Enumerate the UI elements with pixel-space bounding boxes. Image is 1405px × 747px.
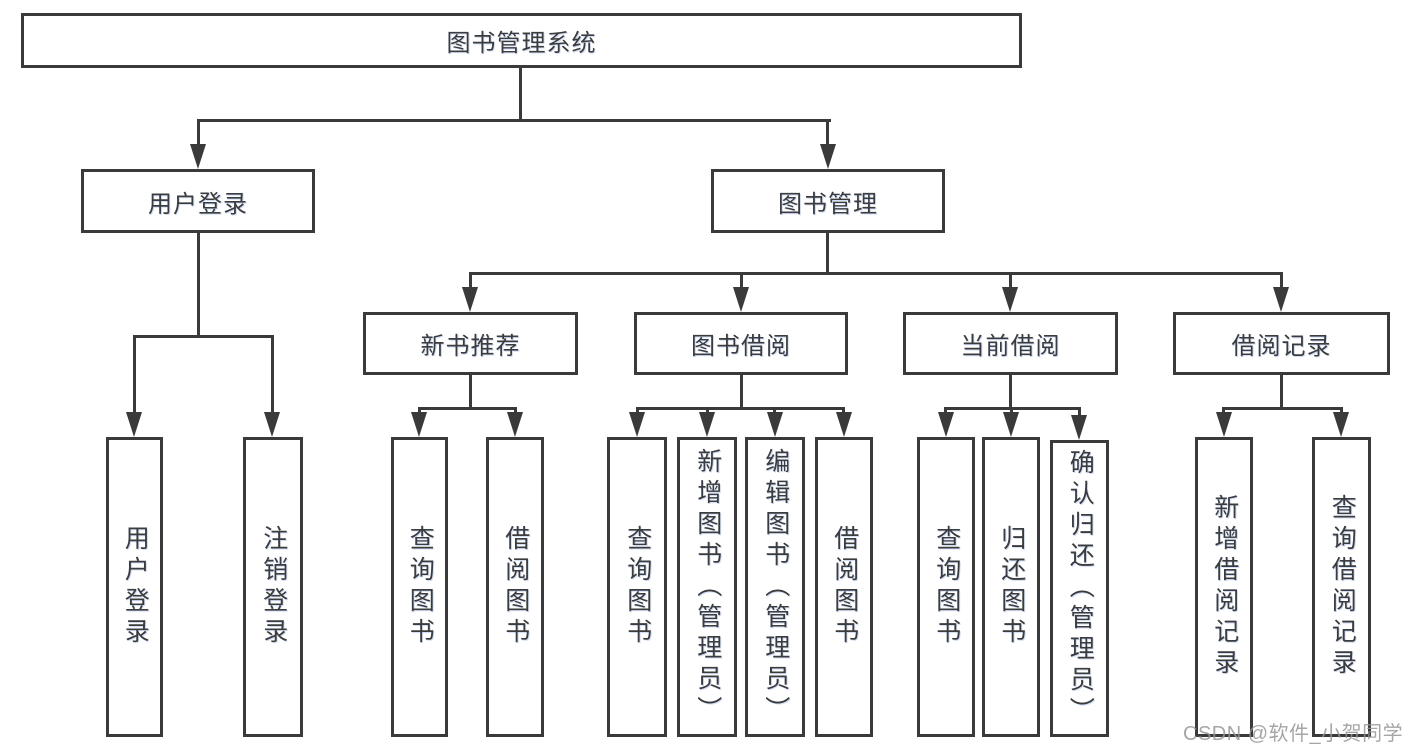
leaf-return-books: 归还图书 [982,437,1040,737]
leaf-query-books-recommend: 查询图书 [391,437,448,737]
connector-line [740,272,743,289]
leaf-query-books-current: 查询图书 [917,437,975,737]
connector-line [1078,407,1081,415]
node-user-login: 用户登录 [81,169,315,233]
connector-line [636,407,639,415]
connector-line [826,233,829,275]
arrowhead-down-icon [507,412,523,437]
connector-line [197,119,200,147]
leaf-add-books-admin: 新增图书（管理员） [677,437,737,737]
leaf-query-books-borrow: 查询图书 [607,437,667,737]
connector-line [469,272,472,289]
arrowhead-down-icon [836,412,852,437]
node-library-system: 图书管理系统 [21,13,1022,68]
node-book-management: 图书管理 [711,169,945,233]
leaf-confirm-return-admin: 确认归还（管理员） [1050,440,1109,737]
arrowhead-down-icon [126,412,142,437]
leaf-borrow-books-recommend: 借阅图书 [486,437,544,737]
connector-line [519,68,522,122]
leaf-edit-books-admin: 编辑图书（管理员） [745,437,805,737]
connector-line [514,407,517,415]
connector-line [1340,407,1343,415]
node-new-book-recommend: 新书推荐 [363,312,578,375]
arrowhead-down-icon [629,412,645,437]
arrowhead-down-icon [1071,415,1087,440]
leaf-add-borrow-record: 新增借阅记录 [1195,437,1253,737]
arrowhead-down-icon [1003,412,1019,437]
connector-line [636,407,845,410]
arrowhead-down-icon [733,287,749,312]
connector-line [944,407,947,415]
connector-line [826,119,829,147]
connector-line [133,335,136,414]
connector-line [469,272,1283,275]
connector-line [842,407,845,415]
node-current-borrow: 当前借阅 [903,312,1118,375]
connector-line [1280,272,1283,289]
leaf-borrow-books: 借阅图书 [815,437,873,737]
arrowhead-down-icon [264,412,280,437]
connector-line [197,119,831,122]
leaf-query-borrow-record: 查询借阅记录 [1312,437,1371,737]
arrowhead-down-icon [462,287,478,312]
connector-line [1009,374,1012,410]
leaf-logout: 注销登录 [243,437,303,737]
connector-line [1009,272,1012,289]
arrowhead-down-icon [820,144,836,169]
connector-line [1222,407,1225,415]
connector-line [469,374,472,410]
arrowhead-down-icon [1273,287,1289,312]
connector-line [706,407,709,415]
arrowhead-down-icon [699,412,715,437]
connector-line [197,233,200,337]
connector-line [740,374,743,410]
connector-line [1280,374,1283,410]
arrowhead-down-icon [411,412,427,437]
connector-line [418,407,421,415]
arrowhead-down-icon [1216,412,1232,437]
connector-line [773,407,776,415]
node-borrow-records: 借阅记录 [1173,312,1390,375]
arrowhead-down-icon [1333,412,1349,437]
arrowhead-down-icon [767,412,783,437]
connector-line [1223,407,1342,410]
arrowhead-down-icon [1002,287,1018,312]
connector-line [418,407,517,410]
node-book-borrow: 图书借阅 [634,312,848,375]
connector-line [271,335,274,414]
leaf-user-login: 用户登录 [106,437,163,737]
connector-line [1010,407,1013,415]
connector-line [133,335,274,338]
arrowhead-down-icon [190,144,206,169]
csdn-watermark: CSDN @软件_小贺同学 [1183,723,1404,745]
arrowhead-down-icon [938,412,954,437]
